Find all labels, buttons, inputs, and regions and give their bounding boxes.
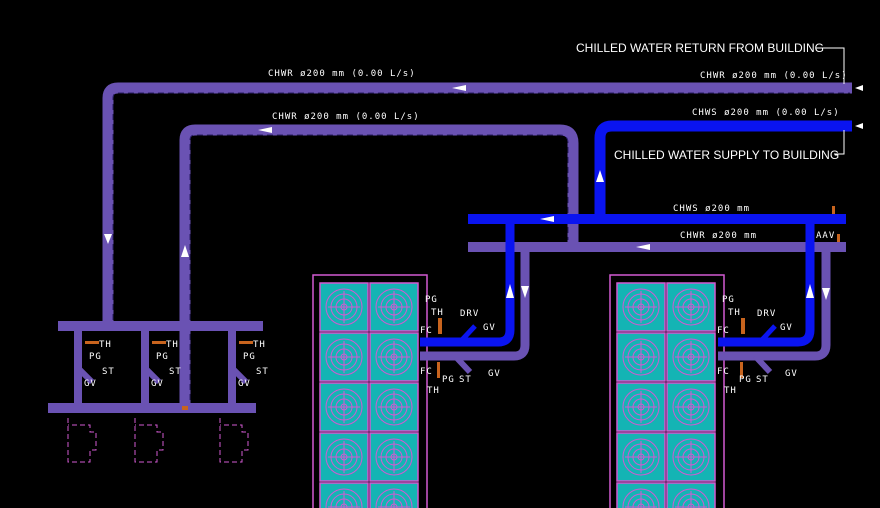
tag-th: TH — [724, 386, 737, 396]
tower-casing — [312, 274, 428, 508]
fan-icon — [375, 488, 413, 508]
chwr-header-pipe[interactable] — [420, 242, 846, 361]
fan-icon — [622, 438, 660, 476]
tag-th: TH — [431, 308, 444, 318]
tag-pg: PG — [243, 352, 256, 362]
tag-drv: DRV — [757, 309, 776, 319]
fan-icon — [622, 388, 660, 426]
tag-fc: FC — [420, 367, 433, 377]
tag-gv: GV — [151, 379, 164, 389]
tag-st: ST — [102, 367, 115, 377]
flow-arrows — [104, 85, 863, 300]
strainer-1 — [452, 353, 473, 375]
fan-icon — [375, 438, 413, 476]
tag-gv: GV — [488, 369, 501, 379]
tag-pg: PG — [156, 352, 169, 362]
tag-pg: PG — [739, 375, 752, 385]
fan-icon — [672, 338, 710, 376]
drain-valve-2 — [758, 324, 777, 344]
fan-icon — [325, 338, 363, 376]
pump-outlines — [67, 418, 249, 463]
pipe-label: CHWR ø200 mm (0.00 L/s) — [272, 112, 420, 122]
fan-icon — [622, 288, 660, 326]
tag-th: TH — [99, 340, 112, 350]
pipe-label: CHWS ø200 mm — [673, 204, 750, 214]
fan-icon — [375, 288, 413, 326]
callout-supply: CHILLED WATER SUPPLY TO BUILDING — [614, 148, 839, 162]
tag-th: TH — [427, 386, 440, 396]
tag-pg: PG — [425, 295, 438, 305]
tag-st: ST — [256, 367, 269, 377]
chwr-branch-pipe[interactable] — [179, 124, 579, 408]
tag-th: TH — [166, 340, 179, 350]
tag-drv: DRV — [460, 309, 479, 319]
fan-icon — [375, 338, 413, 376]
tag-pg: PG — [722, 295, 735, 305]
tower-casing — [609, 274, 725, 508]
tag-gv: GV — [84, 379, 97, 389]
callout-return: CHILLED WATER RETURN FROM BUILDING — [576, 41, 824, 55]
tag-st: ST — [169, 367, 182, 377]
fan-icon — [622, 488, 660, 508]
fan-icon — [375, 388, 413, 426]
pipe-label: CHWR ø200 mm (0.00 L/s) — [268, 69, 416, 79]
fan-icon — [672, 388, 710, 426]
pump-header[interactable] — [48, 321, 263, 413]
cooling-tower-1[interactable] — [312, 274, 428, 508]
tag-st: ST — [459, 375, 472, 385]
fan-icon — [325, 388, 363, 426]
cooling-tower-2[interactable] — [609, 274, 725, 508]
tag-fc: FC — [717, 326, 730, 336]
tag-th: TH — [253, 340, 266, 350]
tag-th: TH — [728, 308, 741, 318]
return-leader-line — [816, 47, 845, 84]
chws-header-pipe[interactable] — [420, 120, 852, 347]
fittings — [85, 206, 840, 410]
fan-icon — [622, 338, 660, 376]
supply-leader-line — [834, 130, 845, 155]
fan-icon — [325, 488, 363, 508]
tag-fc: FC — [717, 367, 730, 377]
fan-icon — [672, 288, 710, 326]
tag-gv: GV — [238, 379, 251, 389]
tag-gv: GV — [780, 323, 793, 333]
tag-pg: PG — [442, 375, 455, 385]
strainer-2 — [752, 353, 773, 375]
fan-icon — [672, 438, 710, 476]
pipe-label: CHWR ø200 mm — [680, 231, 757, 241]
tag-fc: FC — [420, 326, 433, 336]
tag-pg: PG — [89, 352, 102, 362]
pipe-label: CHWS ø200 mm (0.00 L/s) — [692, 108, 840, 118]
chwr-main-pipe[interactable] — [102, 82, 852, 325]
fan-icon — [672, 488, 710, 508]
fan-icon — [325, 438, 363, 476]
tag-gv: GV — [483, 323, 496, 333]
pipe-label: CHWR ø200 mm (0.00 L/s) — [700, 71, 848, 81]
tag-aav: AAV — [816, 231, 835, 241]
tag-gv: GV — [785, 369, 798, 379]
fan-icon — [325, 288, 363, 326]
drain-valve-1 — [458, 324, 477, 344]
tag-st: ST — [756, 375, 769, 385]
